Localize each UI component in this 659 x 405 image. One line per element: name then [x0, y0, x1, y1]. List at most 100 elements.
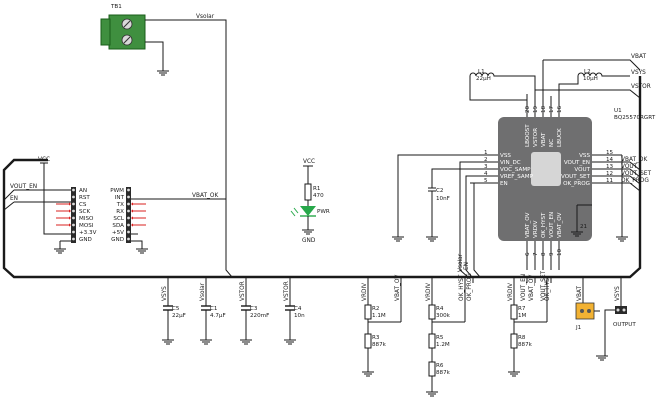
ic-left-pin-label: EN	[500, 181, 508, 187]
ic-top-pin-number: 20	[525, 105, 531, 113]
output-label: OUTPUT	[613, 322, 636, 328]
header-right-pin-label: SDA	[112, 223, 124, 229]
bottom-net-label: VSTOR	[284, 281, 290, 301]
arrow-head-icon	[69, 216, 71, 220]
ic-right-pin-number: 11	[606, 178, 614, 184]
header-right-pin-label: SCL	[113, 216, 124, 222]
ic-top-pin-label: VSTOR	[533, 128, 539, 147]
l1-value: 22µH	[476, 76, 491, 82]
header-right-pin-label: INT	[115, 195, 125, 201]
arrow-head-icon	[69, 223, 71, 227]
r1-ref: R1	[313, 186, 321, 192]
vcc-left-label: VCC	[38, 157, 50, 163]
header-right-pin-label: PWM	[110, 188, 124, 194]
j1-label: J1	[575, 325, 582, 331]
header-pin	[127, 237, 130, 241]
header-right-pin-label: RX	[116, 209, 124, 215]
ic-right-net-label: OK_PROG	[621, 178, 649, 184]
ic-right-pin-number: 12	[606, 171, 613, 177]
ic-left-pin-label: VSS	[500, 153, 511, 159]
header-pin	[127, 209, 130, 213]
resistor-ref: R7	[518, 306, 526, 312]
l1-ref: L1	[478, 69, 485, 75]
resistor-value: 1.2M	[436, 342, 450, 348]
header-pin	[72, 209, 75, 213]
main-bus	[2, 76, 642, 279]
ic-bottom-pin-number: 8	[541, 252, 547, 256]
header-left-pin-label: GND	[79, 237, 92, 243]
ic-bottom-pin-label: VOUT_EN	[549, 212, 555, 238]
ic-bottom-pin-number: 10	[557, 248, 563, 256]
header-left-pin-label: +3.3V	[79, 230, 97, 236]
header-pin	[72, 195, 75, 199]
resistor-value: 887k	[518, 342, 533, 348]
header-left-pin-label: RST	[79, 195, 90, 201]
net-vstor-top: VSTOR	[631, 84, 651, 90]
bottom-net-label: VSTOR	[240, 281, 246, 301]
bottom-net-label: VBAT_OV	[395, 275, 401, 301]
header-pin	[72, 202, 75, 206]
header-left-pin-label: CS	[79, 202, 87, 208]
arrow-head-icon	[69, 209, 71, 213]
capacitor-value: 220mF	[250, 313, 269, 319]
header-pin	[72, 223, 75, 227]
header-pin	[72, 237, 75, 241]
ic-left-pin-number: 1	[484, 150, 488, 156]
resistor-ref: R3	[372, 335, 380, 341]
capacitor-ref: C5	[172, 306, 180, 312]
l2-ref: L2	[584, 69, 591, 75]
header-left-pin-label: MOSI	[79, 223, 94, 229]
bottom-net-label: OK_PROG	[467, 273, 473, 301]
ic-left-pin-number: 4	[484, 171, 488, 177]
ic-pad-number: 21	[580, 224, 588, 230]
arrow-head-icon	[131, 223, 133, 227]
ic-right-net-label: VOUT	[621, 164, 638, 170]
ic-right-pin-number: 14	[606, 157, 614, 163]
bottom-net-label: VBAT	[577, 286, 583, 301]
resistor-value: 887k	[372, 342, 387, 348]
pwr-led	[290, 206, 316, 217]
resistor-value: 1.1M	[372, 313, 386, 319]
header-pin	[127, 202, 130, 206]
capacitor-ref: C4	[294, 306, 302, 312]
header-right-pin-label: GND	[111, 237, 124, 243]
inductor-l2: L2 10µH	[577, 69, 614, 82]
ic-bottom-pin-number: 6	[525, 252, 531, 256]
net-vout-en-left: VOUT_EN	[10, 184, 37, 190]
ic-thermal-pad	[531, 152, 561, 186]
tb1-label: TB1	[110, 4, 122, 10]
ic-left-pin-label: VOC_SAMP	[500, 167, 531, 173]
c2-value: 10nF	[436, 196, 450, 202]
bottom-net-label: OK_HYST	[545, 274, 551, 301]
capacitor-value: 4.7µF	[210, 313, 226, 319]
arrow-head-icon	[131, 209, 133, 213]
header-pin	[127, 216, 130, 220]
header-pin	[127, 223, 130, 227]
ic-left-pin-label: VIN_DC	[500, 160, 521, 166]
ic-bottom-pin-label: VBAT_OV	[557, 212, 563, 238]
ic-bottom-pin-number: 7	[533, 252, 539, 256]
header-pin	[127, 188, 130, 192]
resistor-body	[510, 333, 518, 349]
ic-right-pin-number: 13	[606, 164, 614, 170]
resistor-ref: R4	[436, 306, 444, 312]
c2-ref: C2	[436, 188, 443, 194]
bottom-net-label: Vsolar	[200, 282, 206, 301]
ic-top-pin-label: VBAT	[541, 132, 547, 147]
resistor-ref: R2	[372, 306, 379, 312]
net-vsys-top: VSYS	[631, 70, 646, 76]
vcc-led-label: VCC	[303, 159, 315, 165]
header-pin	[72, 188, 75, 192]
resistor-body	[364, 333, 372, 349]
bottom-net-label: VOUT_EN	[521, 274, 527, 301]
arrow-head-icon	[131, 216, 133, 220]
net-en-left: EN	[10, 196, 18, 202]
resistor-value: 887k	[436, 370, 451, 376]
header-pin	[127, 230, 130, 234]
header-right-pin-label: TX	[116, 202, 124, 208]
ic-part: BQ25570RGRT	[614, 115, 656, 121]
ic-bottom-pin-label: VBAT_OV	[525, 212, 531, 238]
